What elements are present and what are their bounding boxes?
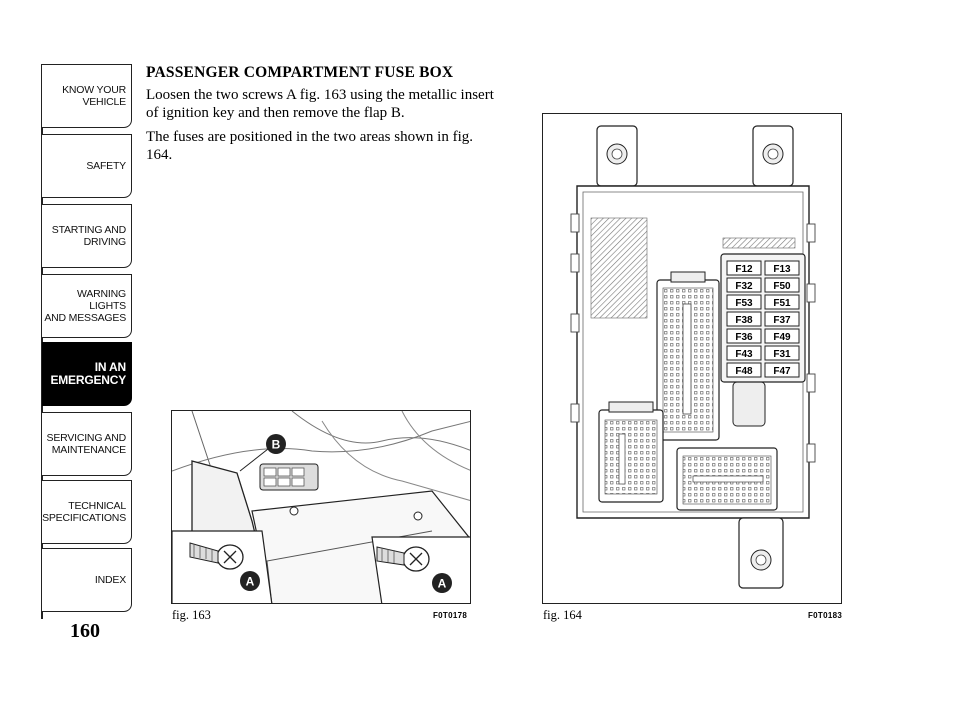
fuse-label-f53: F53 <box>735 298 753 309</box>
fuse-slot <box>726 277 762 293</box>
callout-b: B <box>266 434 286 454</box>
fuse-label-f48: F48 <box>735 366 753 377</box>
fuse-label-f50: F50 <box>773 281 791 292</box>
callout-a-left: A <box>240 571 260 591</box>
sidebar-tab-0[interactable]: KNOW YOUR VEHICLE <box>42 64 132 128</box>
fuse-label-f36: F36 <box>735 332 753 343</box>
fuse-slot <box>726 260 762 276</box>
fuse-label-f38: F38 <box>735 315 753 326</box>
fuse-label-f43: F43 <box>735 349 753 360</box>
screw-icon-left <box>189 542 244 570</box>
fuse-label-f12: F12 <box>735 264 753 275</box>
callout-a-right: A <box>432 573 452 593</box>
fuse-label-f47: F47 <box>773 366 791 377</box>
fuse-slot <box>764 362 800 378</box>
sidebar-tab-6[interactable]: TECHNICAL SPECIFICATIONS <box>42 480 132 544</box>
fuse-slot <box>726 362 762 378</box>
page-number: 160 <box>70 620 100 642</box>
fuse-slot <box>726 294 762 310</box>
sidebar-tab-2[interactable]: STARTING AND DRIVING <box>42 204 132 268</box>
fuse-slot <box>764 311 800 327</box>
fuse-slot <box>726 328 762 344</box>
svg-text:A: A <box>438 577 447 591</box>
fuse-slot <box>726 311 762 327</box>
fuse-label-f13: F13 <box>773 264 791 275</box>
fuse-label-f37: F37 <box>773 315 791 326</box>
figure-164-caption: fig. 164 <box>543 608 582 622</box>
section-title: PASSENGER COMPARTMENT FUSE BOX <box>146 64 454 81</box>
location-paragraph: The fuses are positioned in the two area… <box>146 129 474 163</box>
sidebar-tab-label: SERVICING AND MAINTENANCE <box>46 432 127 456</box>
sidebar-tab-label: IN AN EMERGENCY <box>50 360 126 387</box>
fuse-label-f49: F49 <box>773 332 791 343</box>
screw-icon-right <box>376 546 430 572</box>
sidebar-rule <box>41 64 43 619</box>
fuse-slot <box>764 345 800 361</box>
fuse-slot <box>764 328 800 344</box>
figure-163-code: F0T0178 <box>433 611 468 620</box>
instruction-paragraph: Loosen the two screws A fig. 163 using t… <box>146 87 494 121</box>
svg-text:B: B <box>272 438 281 452</box>
figure-163-caption: fig. 163 <box>172 608 211 622</box>
figure-164-code: F0T0183 <box>808 611 843 620</box>
svg-text:A: A <box>246 575 255 589</box>
fuse-label-f51: F51 <box>773 298 791 309</box>
fuse-slot <box>764 277 800 293</box>
sidebar-tab-5[interactable]: SERVICING AND MAINTENANCE <box>42 412 132 476</box>
figure-163-dashboard-flap: B A A <box>171 410 471 604</box>
fuse-label-f31: F31 <box>773 349 791 360</box>
sidebar-tab-7[interactable]: INDEX <box>42 548 132 612</box>
sidebar-tab-3[interactable]: WARNING LIGHTS AND MESSAGES <box>42 274 132 338</box>
fuse-slot <box>764 294 800 310</box>
sidebar-tab-label: WARNING LIGHTS AND MESSAGES <box>44 288 126 324</box>
sidebar-tab-4[interactable]: IN AN EMERGENCY <box>42 342 132 406</box>
sidebar-tab-1[interactable]: SAFETY <box>42 134 132 198</box>
fuse-slot <box>764 260 800 276</box>
dashboard-flap-illustration: B A A <box>172 411 470 603</box>
fuse-label-f32: F32 <box>735 281 753 292</box>
sidebar-tab-label: SAFETY <box>86 160 126 172</box>
sidebar-tab-label: INDEX <box>94 574 126 586</box>
fuse-slot <box>726 345 762 361</box>
sidebar-tab-label: STARTING AND DRIVING <box>51 224 126 248</box>
sidebar-tab-label: KNOW YOUR VEHICLE <box>62 84 126 108</box>
sidebar-tab-label: TECHNICAL SPECIFICATIONS <box>42 500 126 524</box>
